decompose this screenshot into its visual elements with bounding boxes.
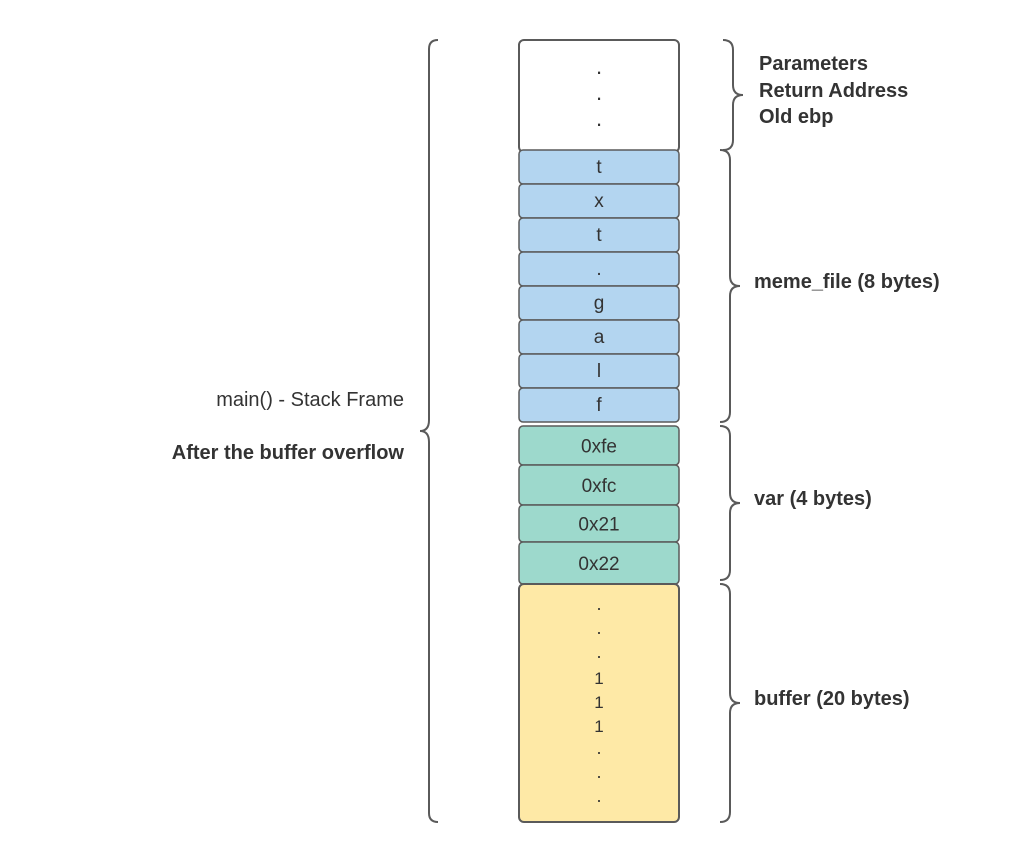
top-region-brace (722, 39, 744, 151)
meme-file-cell-value: . (596, 259, 601, 280)
buffer-contents: ... 1 1 1... (594, 594, 603, 806)
var-brace (719, 425, 741, 581)
meme-file-cell-value: x (594, 191, 604, 212)
buffer-label: buffer (20 bytes) (754, 688, 910, 710)
frame-subtitle: After the buffer overflow (171, 442, 404, 464)
var-cell-value: 0x22 (578, 554, 619, 575)
frame-title: main() - Stack Frame (216, 389, 404, 411)
buffer-region-box (518, 583, 680, 823)
top-label-return-address: Return Address (759, 79, 909, 102)
buffer-content-item: . (596, 738, 601, 758)
frame-brace (419, 39, 439, 823)
buffer-brace (719, 583, 741, 823)
buffer-content-item: 1 (594, 669, 603, 688)
var-cell-value: 0xfc (582, 476, 617, 497)
meme-file-cell-value: g (594, 293, 605, 314)
meme-file-cell-value: a (594, 327, 605, 348)
buffer-content-item: 1 (594, 693, 603, 712)
top-label-old-ebp: Old ebp (759, 106, 834, 128)
var-cell-value: 0xfe (581, 437, 617, 458)
var-cell-value: 0x21 (578, 515, 619, 536)
top-region-labels: Parameters Return Address Old ebp (759, 51, 908, 131)
buffer-content-item: . (596, 762, 601, 782)
buffer-content-item: . (596, 642, 601, 662)
meme-file-cell (518, 387, 680, 423)
meme-file-cell-value: l (597, 361, 601, 382)
var-cells: 0xfe 0xfc 0x21 0x22 (518, 425, 680, 585)
meme-file-brace (719, 149, 741, 423)
top-region-contents: ... (596, 54, 602, 131)
buffer-content-item: . (596, 786, 601, 806)
top-region-dot: . (596, 80, 602, 105)
var-label: var (4 bytes) (754, 488, 872, 510)
top-region-dot: . (596, 54, 602, 79)
buffer-content-item: 1 (594, 717, 603, 736)
meme-file-label: meme_file (8 bytes) (754, 271, 940, 293)
top-region-dot: . (596, 106, 602, 131)
buffer-content-item: . (596, 618, 601, 638)
meme-file-cell-value: t (596, 225, 602, 246)
top-label-parameters: Parameters (759, 53, 868, 75)
meme-file-cell-value: t (596, 157, 602, 178)
buffer-content-item: . (596, 594, 601, 614)
meme-file-cell-value: f (596, 395, 602, 416)
